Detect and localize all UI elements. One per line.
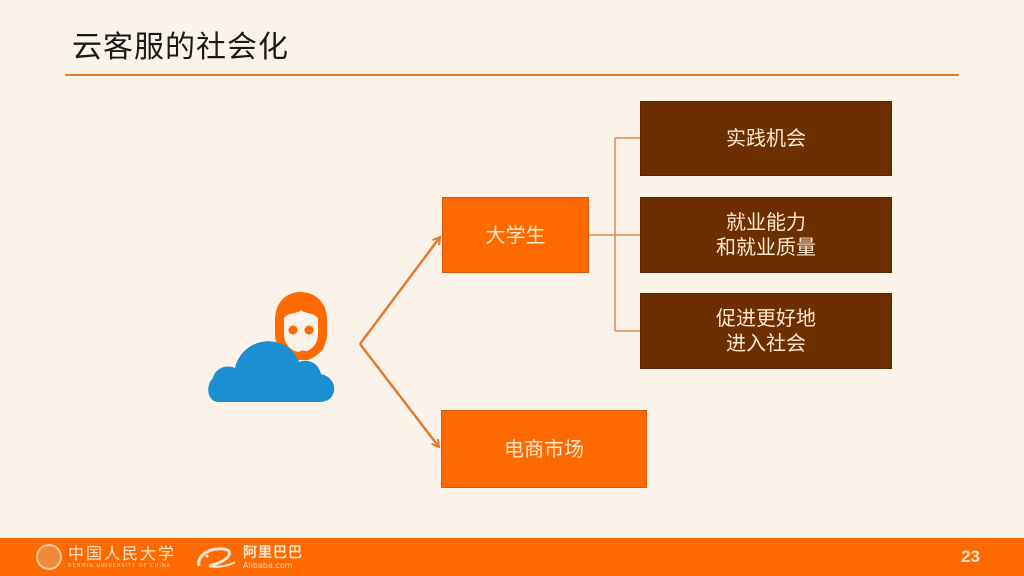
ruc-seal-icon [36,544,62,570]
alibaba-smile-icon [197,547,236,568]
node-students: 大学生 [442,197,589,273]
headset-agent-icon [275,292,327,360]
footer-bar: 中国人民大学 RENMIN UNIVERSITY OF CHINA 阿里巴巴 A… [0,538,1024,576]
node-employability-quality: 就业能力 和就业质量 [640,197,892,273]
node-ecommerce-market: 电商市场 [441,410,647,488]
alibaba-logo-cn: 阿里巴巴 [243,544,303,561]
alibaba-logo-en: Alibaba.com [243,560,293,570]
slide-title: 云客服的社会化 [72,30,289,65]
page-number: 23 [961,547,980,566]
arrow-to-ecommerce [359,343,439,447]
node-enter-society: 促进更好地 进入社会 [640,293,892,369]
ruc-logo-cn: 中国人民大学 [68,543,177,563]
arrow-to-students [358,237,440,345]
title-divider [65,74,959,76]
alibaba-logo: 阿里巴巴 Alibaba.com [195,543,303,571]
ruc-logo: 中国人民大学 RENMIN UNIVERSITY OF CHINA [36,543,176,571]
ruc-logo-en: RENMIN UNIVERSITY OF CHINA [68,562,172,569]
cloud-customer-service-icon [205,290,340,405]
node-practice-opportunity: 实践机会 [640,101,892,176]
cloud-shape [208,341,335,402]
